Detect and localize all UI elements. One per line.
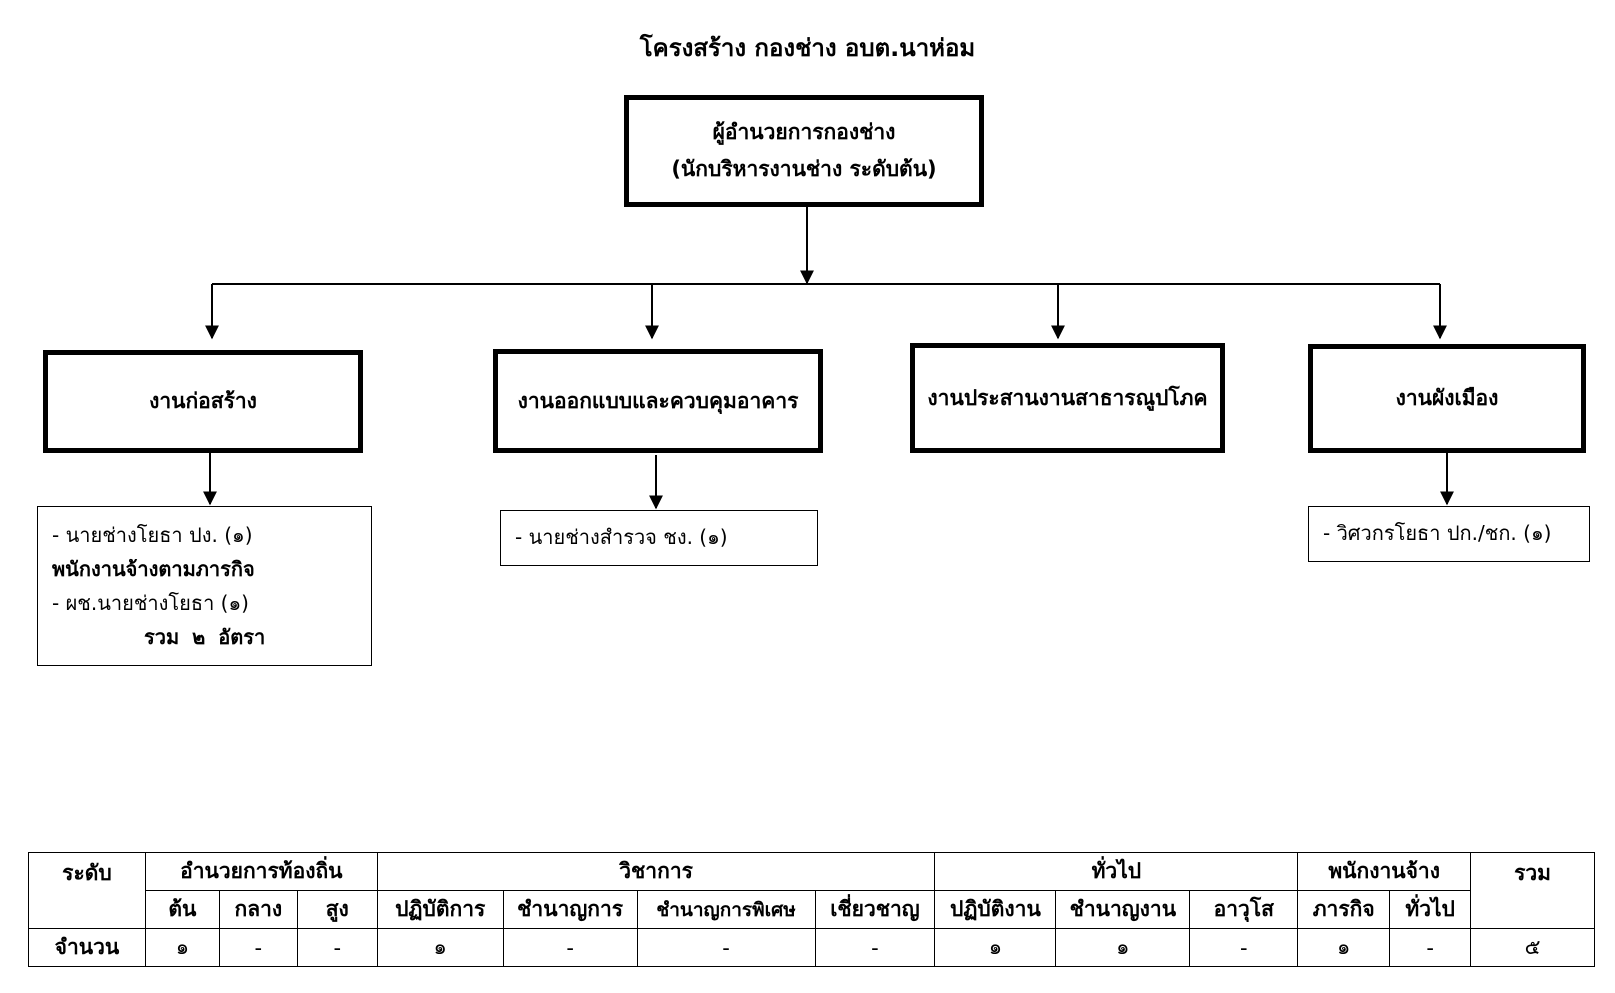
design-staff-box: - นายช่างสำรวจ ชง. (๑) xyxy=(500,510,818,566)
subheader-cell: สูง xyxy=(296,890,378,929)
division-label: งานออกแบบและควบคุมอาคาร xyxy=(517,388,799,413)
count-cell: - xyxy=(502,928,638,967)
director-title: ผู้อำนวยการกองช่าง xyxy=(712,120,896,145)
level-header: ระดับ xyxy=(28,852,146,929)
count-cell: ๑ xyxy=(934,928,1057,967)
division-label: งานประสานงานสาธารณูปโภค xyxy=(927,385,1208,410)
count-cell: - xyxy=(1389,928,1472,967)
subheader-cell: ชำนาญการ xyxy=(502,890,638,929)
subheader-cell: ทั่วไป xyxy=(1389,890,1472,929)
count-cell: - xyxy=(1189,928,1299,967)
subheader-cell: ปฏิบัติการ xyxy=(376,890,504,929)
table-count-row: จำนวน ๑ - - ๑ - - - ๑ ๑ - ๑ - ๕ xyxy=(28,928,1595,967)
subheader-cell: ชำนาญการพิเศษ xyxy=(636,890,816,929)
group-header-employee: พนักงานจ้าง xyxy=(1297,852,1472,891)
director-position: (นักบริหารงานช่าง ระดับต้น) xyxy=(671,157,937,181)
staff-total: รวม ๒ อัตรา xyxy=(144,625,266,649)
division-label: งานก่อสร้าง xyxy=(149,389,257,414)
count-cell: - xyxy=(218,928,298,967)
division-box-town-planning: งานผังเมือง xyxy=(1308,344,1586,453)
count-cell: ๑ xyxy=(376,928,504,967)
construction-staff-box: - นายช่างโยธา ปง. (๑) พนักงานจ้างตามภารก… xyxy=(37,506,372,666)
subheader-cell: ชำนาญงาน xyxy=(1055,890,1191,929)
subheader-cell: ภารกิจ xyxy=(1297,890,1391,929)
group-header-general: ทั่วไป xyxy=(934,852,1299,891)
total-header: รวม xyxy=(1470,852,1595,929)
group-header-academic: วิชาการ xyxy=(376,852,936,891)
count-cell: ๑ xyxy=(1297,928,1391,967)
division-label: งานผังเมือง xyxy=(1395,386,1499,411)
division-box-design-control: งานออกแบบและควบคุมอาคาร xyxy=(493,349,823,453)
subheader-cell: เชี่ยวชาญ xyxy=(814,890,936,929)
staff-line: พนักงานจ้างตามภารกิจ xyxy=(52,557,255,581)
count-cell: ๑ xyxy=(144,928,220,967)
table-header-row: ระดับ อำนวยการท้องถิ่น วิชาการ ทั่วไป พน… xyxy=(28,852,1595,929)
count-cell: - xyxy=(636,928,816,967)
count-cell: - xyxy=(814,928,936,967)
group-header-local-director: อำนวยการท้องถิ่น xyxy=(144,852,378,891)
staff-line: - นายช่างสำรวจ ชง. (๑) xyxy=(515,525,728,549)
staff-line: - นายช่างโยธา ปง. (๑) xyxy=(52,523,253,547)
count-cell: - xyxy=(296,928,378,967)
director-box: ผู้อำนวยการกองช่าง (นักบริหารงานช่าง ระด… xyxy=(624,95,984,207)
division-box-construction: งานก่อสร้าง xyxy=(43,350,363,453)
division-box-utilities: งานประสานงานสาธารณูปโภค xyxy=(910,343,1225,453)
planning-staff-box: - วิศวกรโยธา ปก./ชก. (๑) xyxy=(1308,506,1590,562)
total-count-cell: ๕ xyxy=(1470,928,1595,967)
table-subheader-row: ต้น กลาง สูง ปฏิบัติการ ชำนาญการ ชำนาญกา… xyxy=(29,890,1595,929)
subheader-cell: อาวุโส xyxy=(1189,890,1299,929)
staff-line: - วิศวกรโยธา ปก./ชก. (๑) xyxy=(1323,521,1552,545)
subheader-cell: ปฏิบัติงาน xyxy=(934,890,1057,929)
subheader-cell: กลาง xyxy=(218,890,298,929)
chart-title: โครงสร้าง กองช่าง อบต.นาห่อม xyxy=(639,34,976,62)
count-cell: ๑ xyxy=(1055,928,1191,967)
staff-line: - ผช.นายช่างโยธา (๑) xyxy=(52,591,249,615)
staff-count-table: ระดับ อำนวยการท้องถิ่น วิชาการ ทั่วไป พน… xyxy=(28,852,1595,967)
subheader-cell: ต้น xyxy=(144,890,220,929)
count-label: จำนวน xyxy=(28,928,146,967)
